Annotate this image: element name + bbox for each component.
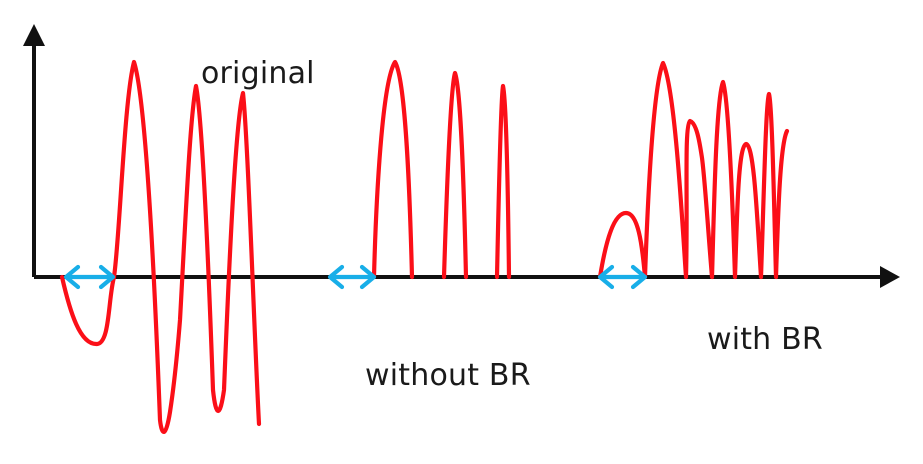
amplitude-axis-arrowhead xyxy=(23,24,45,46)
label-without-br-line1: without BR xyxy=(365,357,531,393)
latency-span-original-right-arrowhead xyxy=(98,264,116,290)
latency-span-with-br xyxy=(597,264,648,290)
signal-trace-with-br xyxy=(597,60,790,280)
signal-trace-without-br xyxy=(371,59,512,280)
label-with-br: with BR xyxy=(668,287,823,393)
time-axis-arrowhead xyxy=(880,266,900,288)
label-original: original xyxy=(162,21,315,127)
latency-span-without-br-left-arrowhead xyxy=(327,264,345,290)
latency-span-with-br-right-arrowhead xyxy=(630,264,648,290)
label-with-br-text: with BR xyxy=(706,322,823,358)
latency-span-without-br xyxy=(327,264,377,290)
label-without-br: without BR (delayed) xyxy=(365,287,531,464)
latency-span-original xyxy=(63,264,116,290)
latency-span-without-br-right-arrowhead xyxy=(359,264,377,290)
label-original-text: original xyxy=(200,56,315,92)
latency-span-with-br-left-arrowhead xyxy=(597,264,615,290)
latency-span-arrows xyxy=(63,264,648,290)
signal-trace-original xyxy=(59,59,262,434)
latency-span-original-left-arrowhead xyxy=(63,264,81,290)
